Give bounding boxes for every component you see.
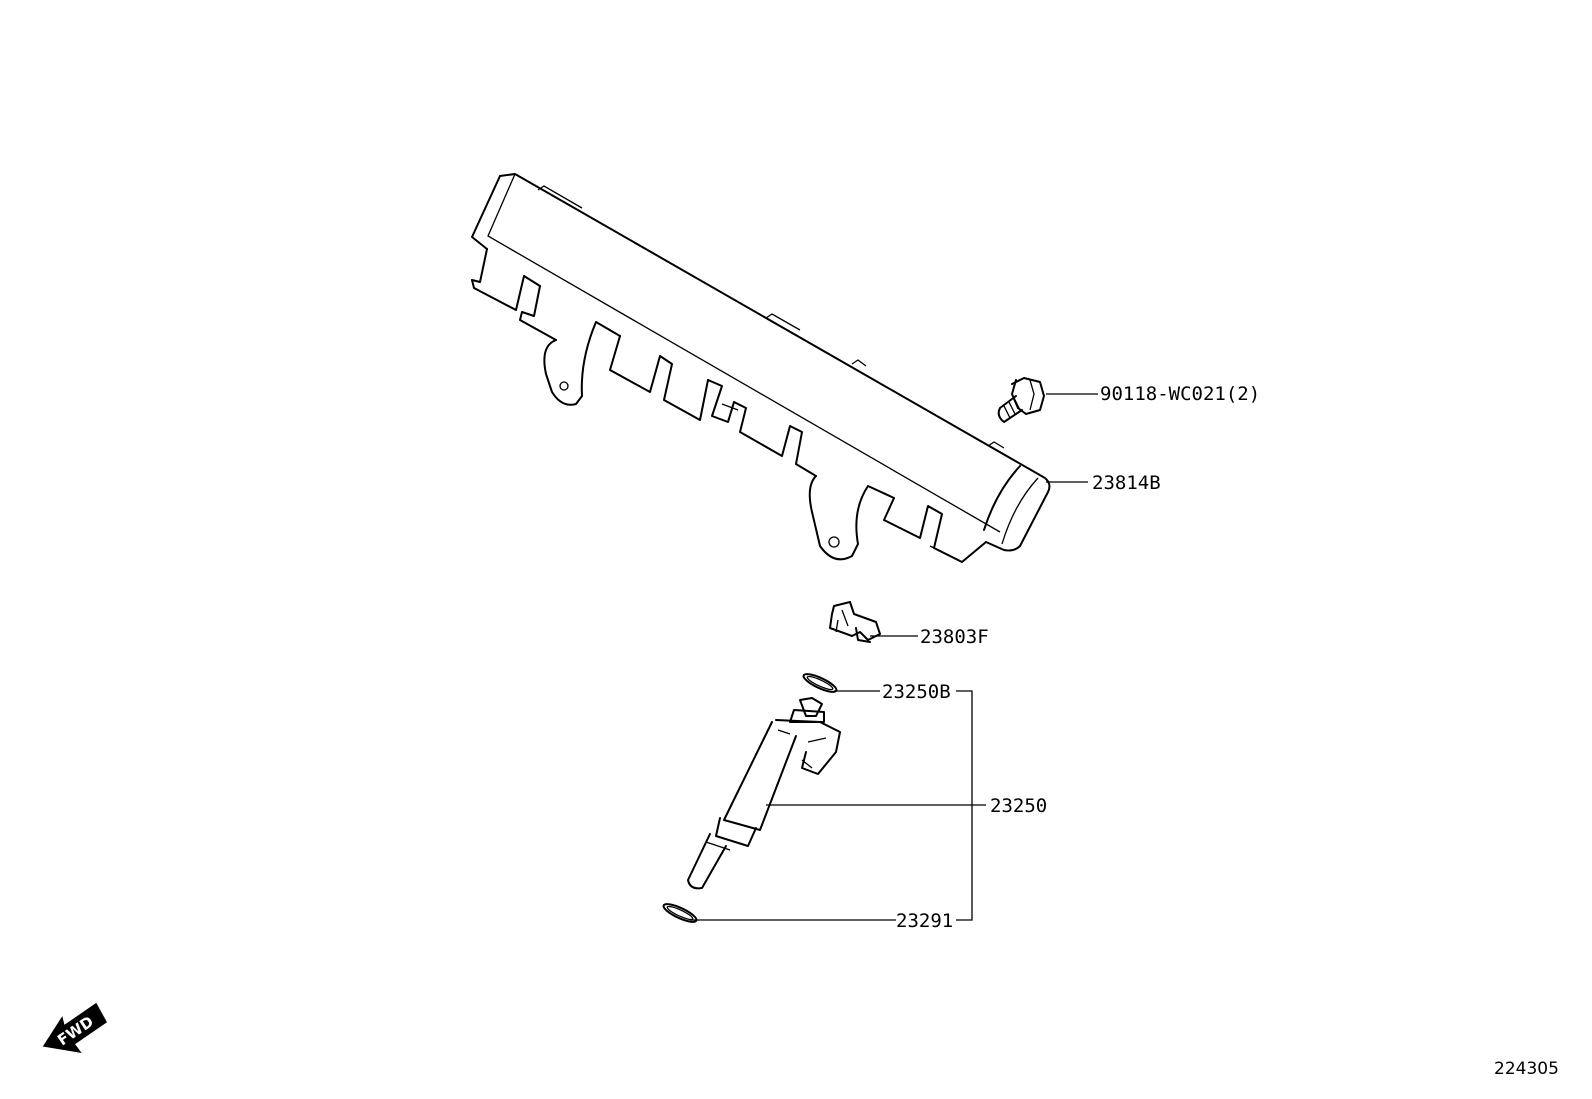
clip-label: 23803F <box>920 626 989 648</box>
bolt-drawing <box>997 377 1045 423</box>
fuel-rail-label: 23814B <box>1092 472 1161 494</box>
reference-number: 224305 <box>1494 1059 1559 1079</box>
leader-lines <box>690 393 1098 921</box>
injector-label: 23250 <box>990 795 1047 817</box>
lower-o-ring-label: 23291 <box>896 910 953 932</box>
fuel-rail-drawing <box>471 173 1051 563</box>
fwd-arrow-icon: FWD <box>42 1002 107 1054</box>
bolt-label: 90118-WC021(2) <box>1100 383 1260 405</box>
clip-drawing <box>829 601 881 643</box>
upper-o-ring-label: 23250B <box>882 681 951 703</box>
lower-o-ring-drawing <box>662 903 698 923</box>
injector-drawing <box>687 697 841 890</box>
upper-o-ring-drawing <box>802 673 838 693</box>
